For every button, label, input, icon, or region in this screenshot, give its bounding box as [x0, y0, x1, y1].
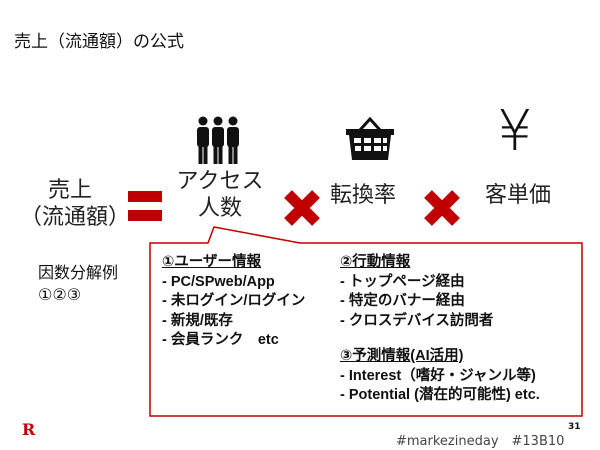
behavior-info-section: ②行動情報 - トップページ経由 - 特定のバナー経由 - クロスデバイス訪問者 [340, 253, 493, 331]
user-info-heading: ①ユーザー情報 [162, 254, 261, 270]
shopping-basket-icon [346, 116, 394, 160]
brand-logo: R [22, 420, 36, 439]
sales-label: 売上 （流通額） [20, 177, 131, 231]
yen-icon: ¥ [497, 99, 533, 164]
list-item: - クロスデバイス訪問者 [340, 312, 494, 329]
list-item: - 新規/既存 [162, 312, 233, 329]
count-text: 人数 [197, 196, 242, 221]
access-text: アクセス [176, 169, 264, 194]
multiply-icon [424, 190, 460, 226]
list-item: - 会員ランク etc [162, 332, 279, 348]
list-item: - 未ログイン/ログイン [162, 293, 306, 309]
sales-text: 売上 [47, 178, 92, 203]
list-item: - Interest（嗜好・ジャンル等) [340, 367, 536, 384]
slide-title: 売上（流通額）の公式 [14, 32, 184, 52]
prediction-info-heading: ③予測情報(AI活用) [340, 348, 464, 364]
conversion-rate-label: 転換率 [330, 183, 397, 208]
list-item: - PC/SPweb/App [162, 273, 275, 290]
list-item: - 特定のバナー経由 [340, 293, 465, 309]
average-order-value-label: 客単価 [485, 183, 552, 208]
user-info-section: ①ユーザー情報 - PC/SPweb/App - 未ログイン/ログイン - 新規… [162, 253, 305, 351]
page-number: 31 [568, 422, 581, 432]
factor-label-numbers: ①②③ [38, 285, 82, 304]
factor-label: 因数分解例 ①②③ [38, 262, 118, 306]
multiply-icon [284, 190, 320, 226]
behavior-info-heading: ②行動情報 [340, 254, 411, 270]
hashtags: #markezineday #13B10 [396, 434, 565, 449]
gmv-text: （流通額） [20, 205, 131, 230]
list-item: - トップページ経由 [340, 273, 465, 290]
equals-icon [128, 191, 162, 221]
list-item: - Potential (潜在的可能性) etc. [340, 387, 540, 403]
prediction-info-section: ③予測情報(AI活用) - Interest（嗜好・ジャンル等) - Poten… [340, 347, 540, 406]
access-count-label: アクセス 人数 [170, 168, 270, 222]
factor-label-text: 因数分解例 [38, 263, 119, 282]
people-icon [197, 116, 239, 164]
